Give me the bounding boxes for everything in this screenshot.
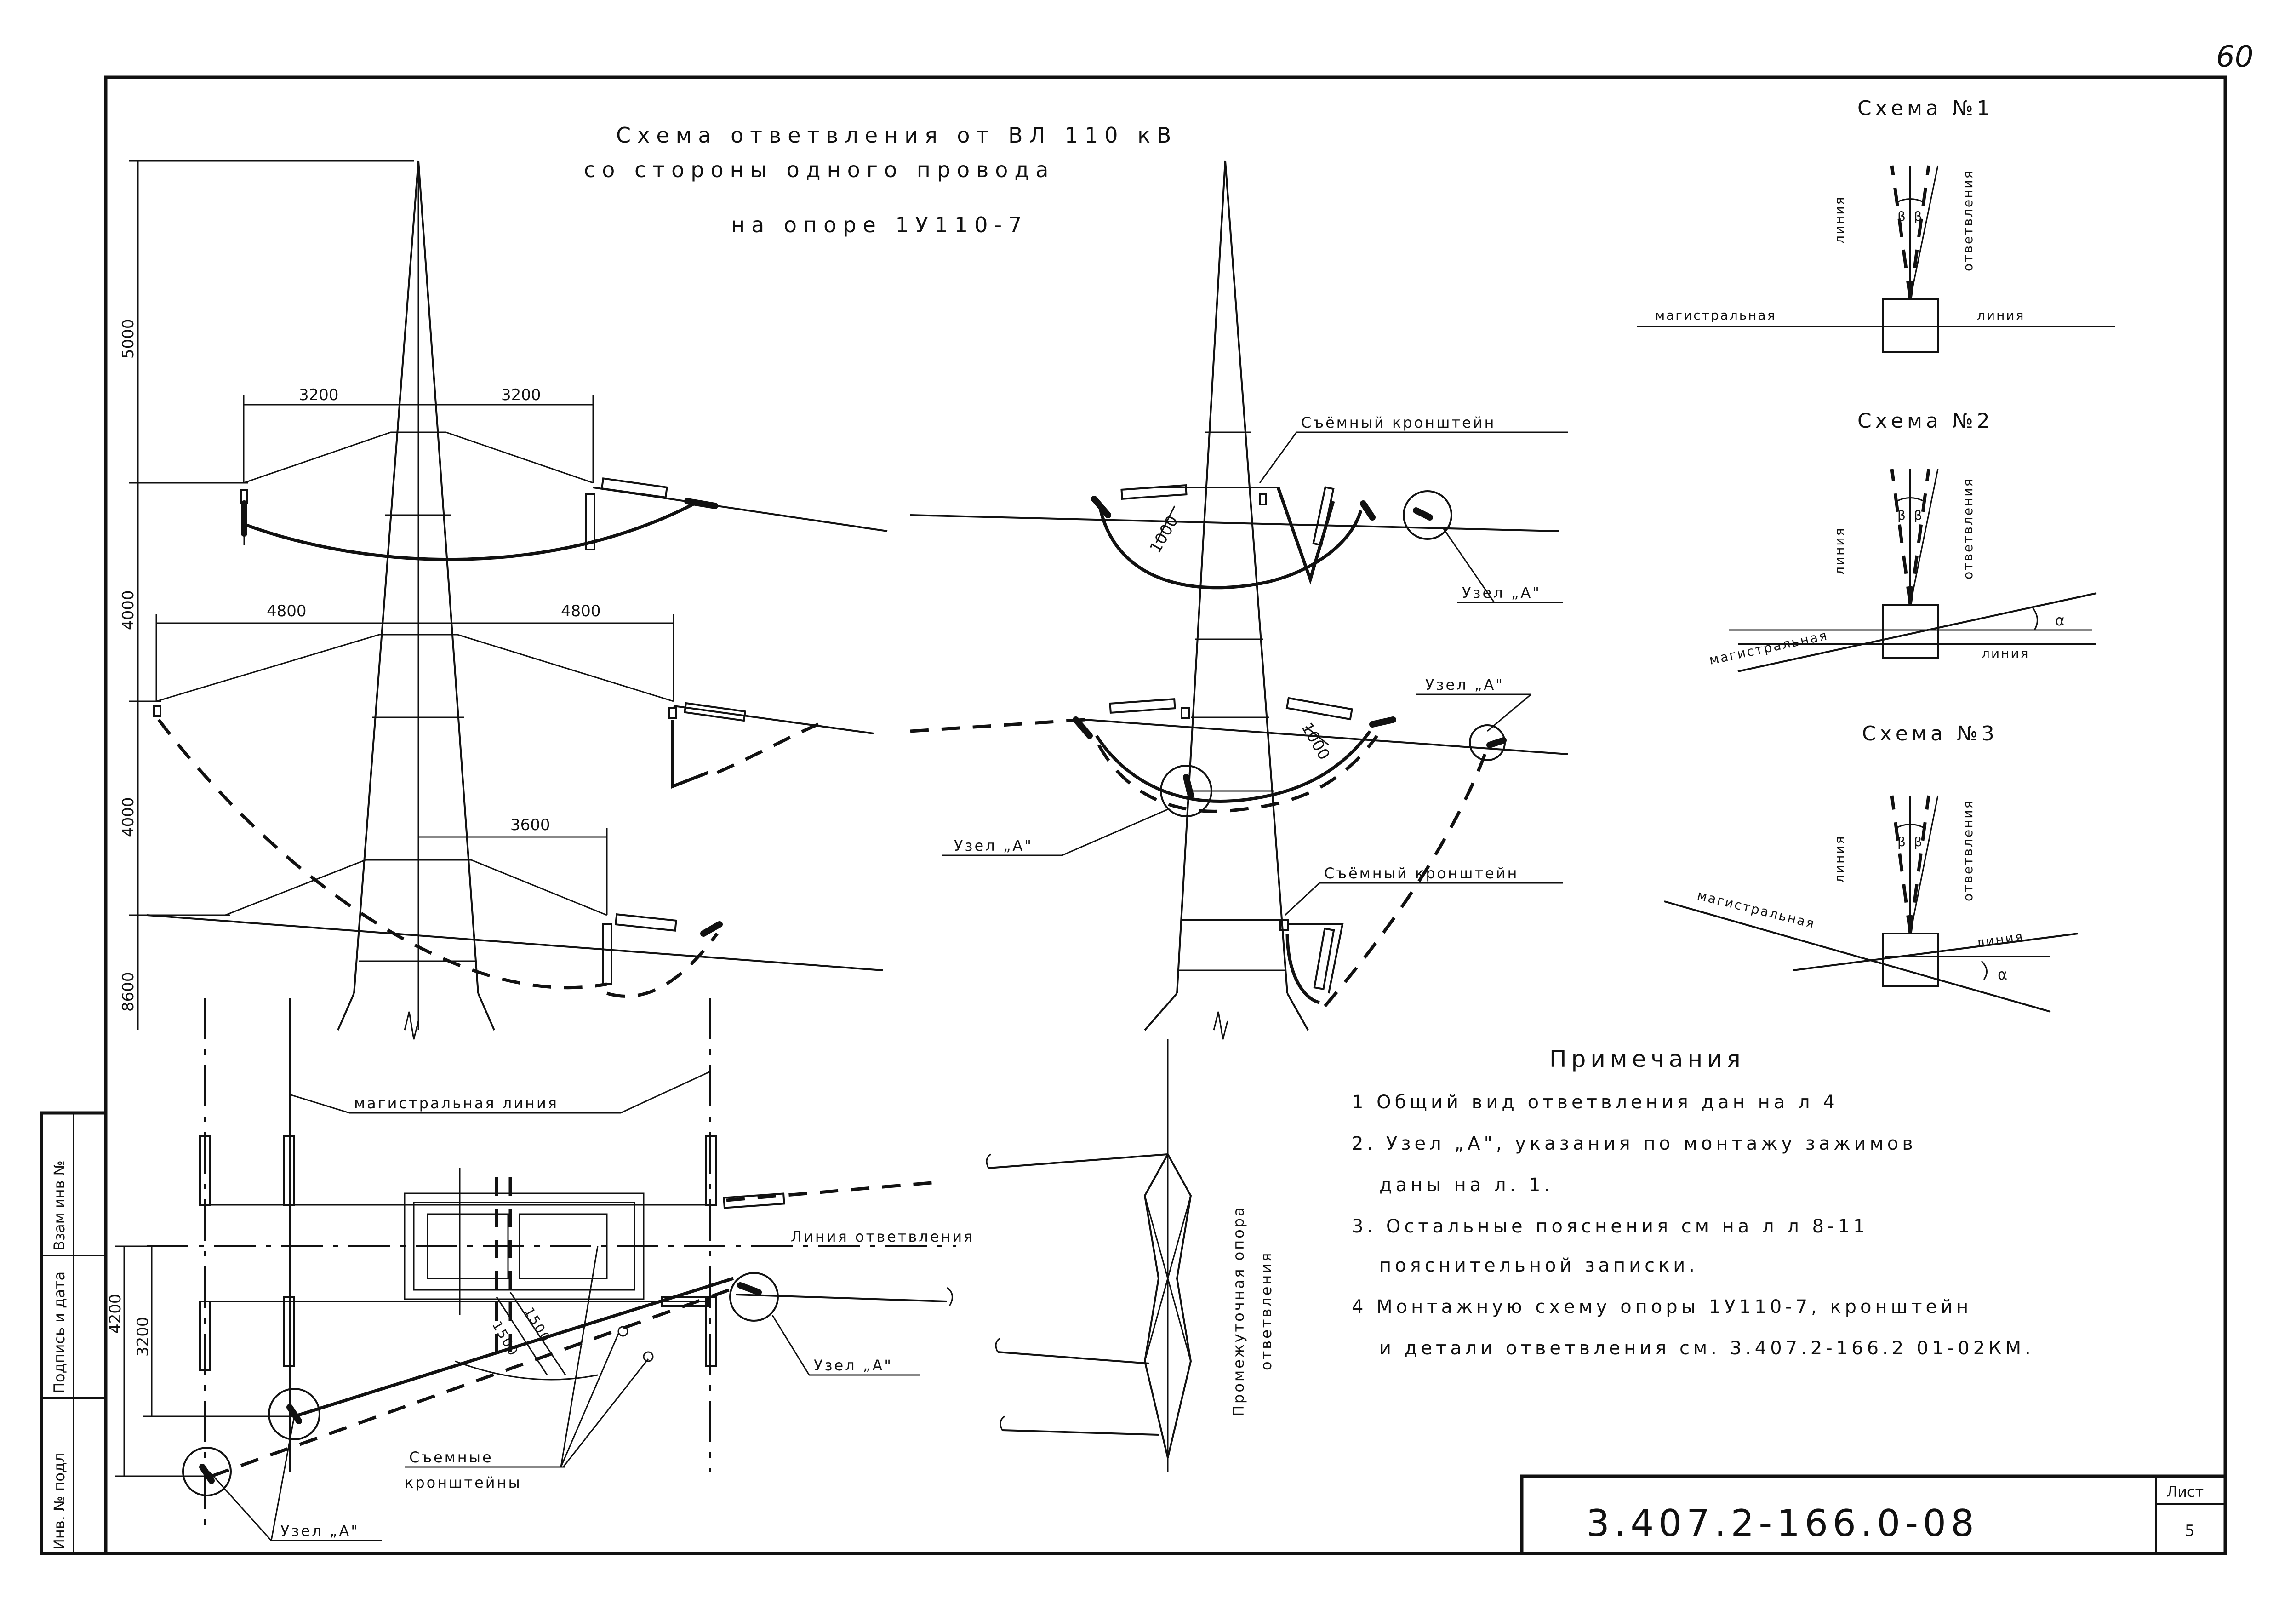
plan-view: 1500 1500 4200 3200 магистральная линия … xyxy=(106,998,974,1541)
left-tower-wires xyxy=(147,477,888,998)
dim-4000-upper: 4000 xyxy=(119,590,137,630)
title-line2: со стороны одного провода xyxy=(584,157,1055,182)
scheme2-branch-left: линия xyxy=(1832,527,1847,575)
page-number: 60 xyxy=(2216,40,2253,74)
scheme3-title: Схема №3 xyxy=(1862,722,1998,745)
right-tower-wires: 1000 1000 xyxy=(910,484,1568,1008)
dim-3200-left: 3200 xyxy=(299,386,339,404)
note-3-cont: пояснительной записки. xyxy=(1379,1255,1698,1276)
notes: Примечания 1 Общий вид ответвления дан н… xyxy=(1352,1046,2034,1359)
sheet-frame xyxy=(104,75,2227,1555)
label-node-a-plan-right: Узел „А" xyxy=(814,1357,893,1374)
scheme1-beta-right: β xyxy=(1914,209,1924,224)
note-2: 2. Узел „А", указания по монтажу зажимов xyxy=(1352,1133,1917,1154)
dim-4000-lower: 4000 xyxy=(119,797,137,837)
title-block: 3.407.2-166.0-08 Лист 5 xyxy=(1520,1474,2227,1555)
tower-labels: Съёмный кронштейн Узел „А" Узел „А" Узел… xyxy=(942,414,1568,916)
title-block-code: 3.407.2-166.0-08 xyxy=(1586,1502,1979,1545)
scheme3-main-right: линия xyxy=(1975,929,2025,951)
intermediate-support: Промежуточная опора ответвления xyxy=(986,1039,1275,1472)
label-node-a-mid-left: Узел „А" xyxy=(954,837,1033,854)
scheme1-beta-left: β xyxy=(1897,209,1907,224)
dim-4800-right: 4800 xyxy=(561,602,601,620)
stamp-replace-label: Взам инв № xyxy=(51,1160,68,1251)
notes-heading: Примечания xyxy=(1549,1046,1745,1072)
dim-3200-plan: 3200 xyxy=(134,1317,152,1357)
label-removable-bracket-bottom: Съёмный кронштейн xyxy=(1324,865,1519,882)
drawing-title: Схема ответвления от ВЛ 110 кВ со сторон… xyxy=(584,123,1177,237)
scheme2-main-left: магистральная xyxy=(1708,628,1830,668)
note-3: 3. Остальные пояснения см на л л 8-11 xyxy=(1352,1216,1868,1237)
note-4: 4 Монтажную схему опоры 1У110-7, кронште… xyxy=(1352,1296,1972,1318)
tower-right xyxy=(1144,160,1309,1040)
scheme1-branch-left: линия xyxy=(1832,196,1847,244)
scheme-2: Схема №2 β β α магистральная линия линия… xyxy=(1708,409,2097,672)
dim-1000-upper: 1000 xyxy=(1146,513,1182,556)
dim-8600: 8600 xyxy=(119,972,137,1012)
label-node-a-mid-right: Узел „А" xyxy=(1425,676,1504,693)
dim-1500-right: 1500 xyxy=(521,1305,554,1346)
scheme-3: Схема №3 β β α магистральная линия линия… xyxy=(1664,722,2079,1013)
dim-5000: 5000 xyxy=(119,319,137,359)
title-line3: на опоре 1У110-7 xyxy=(731,212,1028,237)
stamp-signature-label: Подпись и дата xyxy=(51,1272,68,1393)
scheme3-beta-right: β xyxy=(1914,834,1924,849)
note-2-cont: даны на л. 1. xyxy=(1379,1175,1554,1196)
label-removable-brackets-line2: кронштейны xyxy=(405,1474,522,1491)
scheme3-beta-left: β xyxy=(1897,834,1907,849)
tower-left xyxy=(156,160,674,1040)
scheme3-branch-right: ответвления xyxy=(1960,800,1976,901)
dim-1000-middle: 1000 xyxy=(1297,720,1333,763)
scheme2-alpha: α xyxy=(2055,612,2067,629)
left-dimensions: 5000 4000 4000 8600 3200 3200 4800 4800 … xyxy=(119,160,674,1030)
title-line1: Схема ответвления от ВЛ 110 кВ xyxy=(616,123,1177,148)
scheme3-main-left: магистральная xyxy=(1696,888,1817,932)
scheme1-main-left: магистральная xyxy=(1655,308,1776,323)
scheme1-branch-right: ответвления xyxy=(1960,170,1976,271)
title-block-sheet-number: 5 xyxy=(2185,1522,2195,1540)
label-main-line-plan: магистральная линия xyxy=(354,1094,559,1112)
label-removable-bracket-top: Съёмный кронштейн xyxy=(1301,414,1496,431)
scheme2-branch-right: ответвления xyxy=(1960,478,1976,579)
scheme1-title: Схема №1 xyxy=(1857,97,1993,120)
label-node-a-top: Узел „А" xyxy=(1462,584,1541,602)
label-branch-line: Линия ответвления xyxy=(791,1228,974,1245)
note-4-cont: и детали ответвления см. 3.407.2-166.2 0… xyxy=(1379,1338,2034,1359)
label-removable-brackets-line1: Съемные xyxy=(409,1449,493,1466)
dim-4200: 4200 xyxy=(106,1294,125,1334)
scheme-1: Схема №1 β β магистральная линия линия о… xyxy=(1637,97,2115,353)
label-intermediate-support-line1: Промежуточная опора xyxy=(1230,1205,1247,1416)
scheme3-branch-left: линия xyxy=(1832,835,1847,883)
stamp-inv-label: Инв. № подл xyxy=(51,1453,68,1550)
left-stamp: Инв. № подл Подпись и дата Взам инв № xyxy=(40,1111,108,1555)
scheme2-main-right: линия xyxy=(1982,646,2029,661)
scheme3-alpha: α xyxy=(1998,966,2009,983)
label-intermediate-support-line2: ответвления xyxy=(1257,1251,1275,1370)
scheme1-main-right: линия xyxy=(1977,308,2025,323)
dim-3600: 3600 xyxy=(510,816,550,834)
scheme2-beta-left: β xyxy=(1897,508,1907,523)
title-block-sheet-label: Лист xyxy=(2166,1483,2204,1501)
label-node-a-plan-left: Узел „А" xyxy=(280,1522,360,1540)
scheme2-title: Схема №2 xyxy=(1857,409,1993,433)
dim-4800-left: 4800 xyxy=(267,602,307,620)
note-1: 1 Общий вид ответвления дан на л 4 xyxy=(1352,1092,1839,1113)
dim-3200-right: 3200 xyxy=(501,386,541,404)
scheme2-beta-right: β xyxy=(1914,508,1924,523)
